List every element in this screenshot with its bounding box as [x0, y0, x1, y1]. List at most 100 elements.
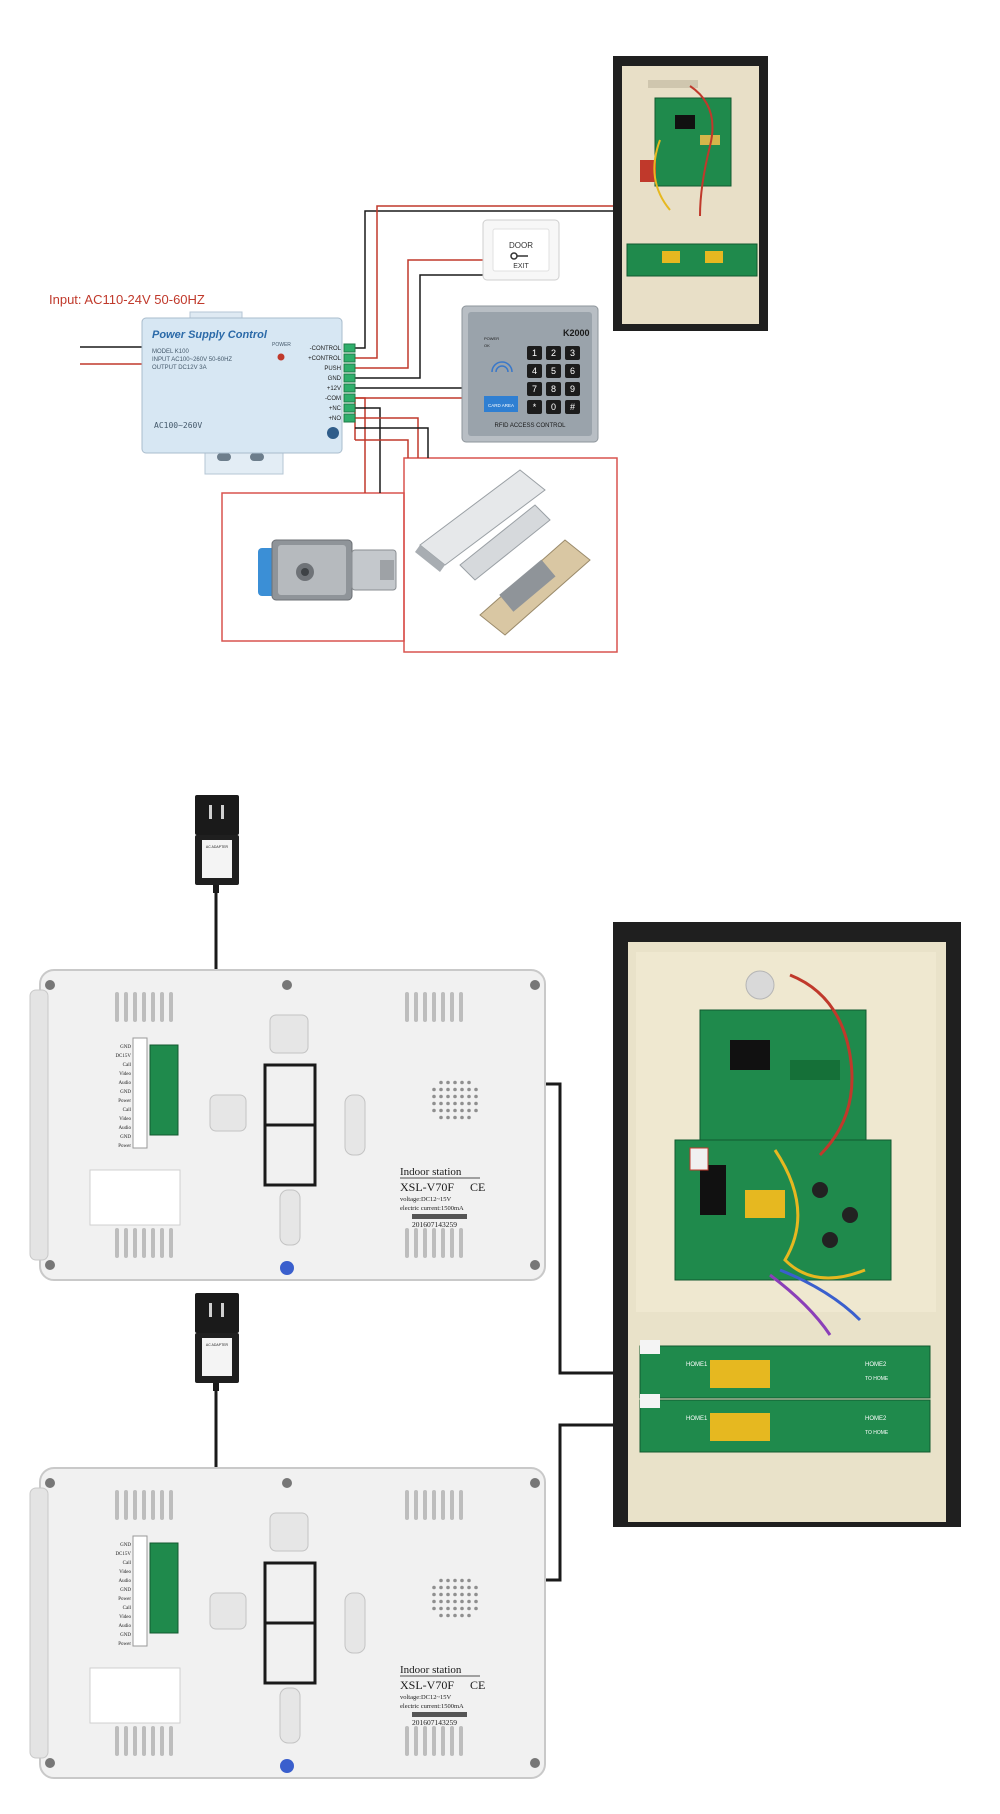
home-board-2-to-home: TO HOME — [865, 1430, 889, 1436]
vent-slot — [414, 992, 418, 1022]
vent-slot — [160, 1490, 164, 1520]
monitor-terminal-label: GND — [120, 1588, 131, 1593]
vent-slot — [124, 1490, 128, 1520]
home-board-2 — [639, 1399, 931, 1453]
vent-slot — [124, 992, 128, 1022]
mount-hole-icon — [280, 1261, 294, 1275]
exit-button-top: DOOR — [509, 241, 533, 250]
monitor-terminal-label: Video — [119, 1615, 131, 1620]
screw-icon — [45, 1260, 55, 1270]
screw-icon — [530, 1758, 540, 1768]
monitor-terminal-label: Audio — [119, 1126, 132, 1131]
terminal-screw — [343, 373, 356, 383]
card-area-panel — [484, 396, 518, 412]
vent-slot — [133, 1726, 137, 1756]
electric-strike — [479, 539, 591, 636]
vent-slot — [142, 1490, 146, 1520]
power-adapter-2: AC ADAPTER — [195, 1293, 239, 1391]
monitor-terminal-label: GND — [120, 1045, 131, 1050]
home-board-top — [626, 243, 758, 277]
monitor-terminal-label: Call — [123, 1108, 132, 1113]
indoor-station-current: electric current:1500mA — [400, 1703, 464, 1710]
power-adapter-1: AC ADAPTER — [195, 795, 239, 893]
vent-slot — [432, 1228, 436, 1258]
monitor-terminal-label: GND — [120, 1543, 131, 1548]
electric-rim-lock — [258, 539, 397, 601]
vent-slot — [169, 992, 173, 1022]
terminal-screw — [343, 363, 356, 373]
vent-slot — [450, 1490, 454, 1520]
keypad-key-label: 4 — [532, 366, 537, 376]
vent-slot — [414, 1490, 418, 1520]
vent-slot — [169, 1228, 173, 1258]
vent-slot — [115, 1228, 119, 1258]
keypad-key — [527, 400, 542, 414]
vent-slot — [432, 1726, 436, 1756]
vent-slot — [459, 992, 463, 1022]
monitor-terminal-label: Audio — [119, 1081, 132, 1086]
screw-icon — [45, 1478, 55, 1488]
keypad-key — [565, 346, 580, 360]
indoor-station-current: electric current:1500mA — [400, 1205, 464, 1212]
keypad-key-label: 9 — [570, 384, 575, 394]
terminal-screw — [343, 343, 356, 353]
vent-slot — [459, 1228, 463, 1258]
keypad-key — [527, 364, 542, 378]
indoor-station-model: XSL-V70F — [400, 1180, 454, 1194]
keypad-key — [565, 400, 580, 414]
terminal-screw — [343, 383, 356, 393]
monitor-terminal-label: Audio — [119, 1624, 132, 1629]
vent-slot — [432, 1490, 436, 1520]
rfid-wave-icon — [491, 361, 513, 373]
speaker-grille — [432, 1578, 478, 1618]
vent-slot — [450, 1726, 454, 1756]
vent-slot — [432, 992, 436, 1022]
vent-slot — [450, 992, 454, 1022]
monitor-terminal-label: Call — [123, 1063, 132, 1068]
home-board-1-right: HOME2 — [865, 1362, 887, 1368]
indoor-station-title: Indoor station — [400, 1664, 462, 1676]
indoor-station-serial: 201607143259 — [412, 1220, 457, 1229]
monitor-terminal-label: Power — [118, 1144, 131, 1149]
keypad-key — [565, 364, 580, 378]
keypad-key — [565, 382, 580, 396]
monitor-terminal-label: Audio — [119, 1579, 132, 1584]
mount-hole-icon — [280, 1759, 294, 1773]
keypad-key — [546, 382, 561, 396]
indoor-station-model: XSL-V70F — [400, 1678, 454, 1692]
vent-slot — [459, 1490, 463, 1520]
vent-slot — [115, 1726, 119, 1756]
monitor-terminal-label: DC15V — [115, 1552, 131, 1557]
adapter-1-label: AC ADAPTER — [206, 845, 229, 849]
vent-slot — [124, 1726, 128, 1756]
keypad-key-label: 1 — [532, 348, 537, 358]
vent-slot — [160, 992, 164, 1022]
home-board-1-to-home: TO HOME — [865, 1376, 889, 1382]
vent-slot — [160, 1228, 164, 1258]
keypad-caption: RFID ACCESS CONTROL — [494, 423, 566, 429]
home-board-1 — [639, 1345, 931, 1399]
vent-slot — [414, 1228, 418, 1258]
card-area-label: CARD AREA — [488, 403, 514, 408]
keypad-key — [546, 400, 561, 414]
magnetic-lock-box — [403, 457, 618, 653]
indoor-station-title: Indoor station — [400, 1166, 462, 1178]
keypad-key — [527, 382, 542, 396]
psu-model: MODEL K100 — [152, 349, 189, 355]
terminal-screw — [343, 393, 356, 403]
vent-slot — [160, 1726, 164, 1756]
key-icon — [510, 252, 528, 260]
adapter-2-label: AC ADAPTER — [206, 1343, 229, 1347]
vent-slot — [459, 1726, 463, 1756]
exit-button-bottom: EXIT — [513, 263, 529, 270]
psu-output: OUTPUT DC12V 3A — [152, 365, 207, 371]
home-board-1-left: HOME1 — [686, 1362, 708, 1368]
vent-slot — [151, 1490, 155, 1520]
keypad-key-label: 3 — [570, 348, 575, 358]
vent-slot — [441, 1490, 445, 1520]
keypad-model: K2000 — [563, 328, 590, 338]
vent-slot — [405, 1228, 409, 1258]
vent-slot — [133, 1228, 137, 1258]
vent-slot — [133, 1490, 137, 1520]
